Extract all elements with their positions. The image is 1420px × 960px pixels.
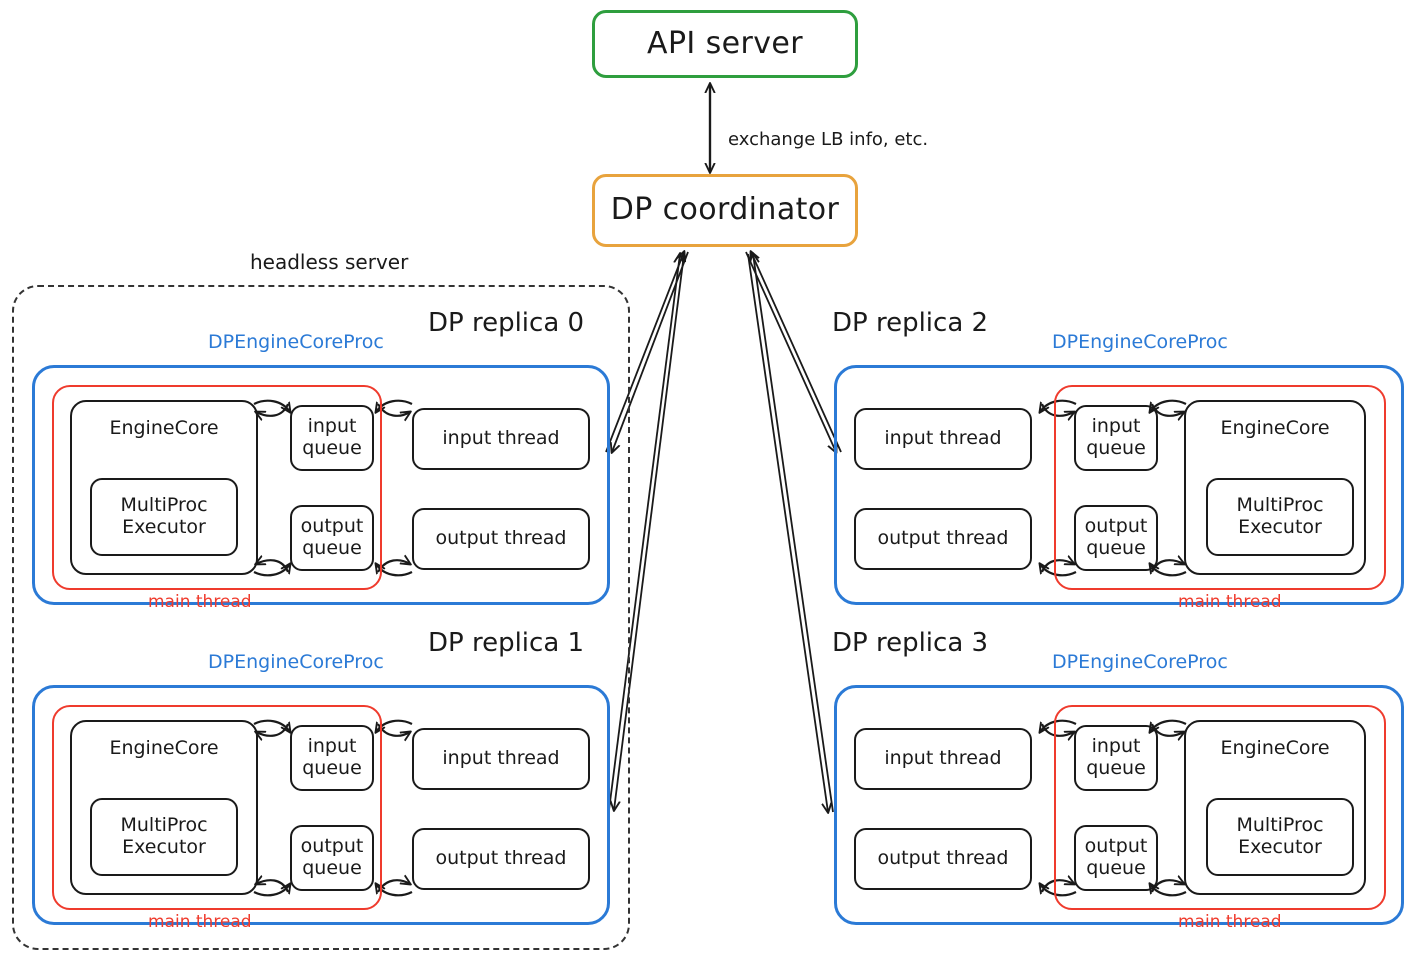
replica-2-output-thread-box[interactable]: output thread [854,508,1032,570]
replica-1-input-thread-label: input thread [442,747,560,770]
replica-0-proc-label: DPEngineCoreProc [208,331,384,353]
replica-2-input-thread-label: input thread [884,427,1002,450]
replica-0-output-queue-line1: output [300,515,364,538]
arrow-coordinator-replica-2 [745,252,842,452]
replica-2-output-thread-label: output thread [877,527,1009,550]
replica-0-input-thread-box[interactable]: input thread [412,408,590,470]
replica-1-multiproc-line1: MultiProc [120,814,208,837]
replica-3-output-queue-line1: output [1084,835,1148,858]
replica-0-engine-core-box[interactable]: EngineCore [70,400,258,575]
replica-0-output-thread-box[interactable]: output thread [412,508,590,570]
replica-2-multiproc-line2: Executor [1238,516,1322,538]
replica-0-output-queue-line2: queue [302,537,362,559]
replica-0-input-queue-line1: input [307,415,357,438]
replica-0-input-thread-label: input thread [442,427,560,450]
replica-2-engine-core-box[interactable]: EngineCore [1184,400,1366,575]
replica-3-multiproc-executor-box[interactable]: MultiProc Executor [1206,798,1354,876]
replica-2-main-thread-label: main thread [1178,592,1282,612]
arrow-coordinator-replica-3 [747,254,834,812]
replica-3-title: DP replica 3 [832,628,989,658]
replica-3-input-thread-box[interactable]: input thread [854,728,1032,790]
headless-server-label: headless server [250,250,409,274]
api-server-label: API server [647,25,803,61]
replica-3-multiproc-line1: MultiProc [1236,814,1324,837]
replica-1-output-queue-box[interactable]: output queue [290,825,374,891]
replica-3-output-thread-label: output thread [877,847,1009,870]
replica-0-multiproc-line1: MultiProc [120,494,208,517]
replica-1-output-queue-line1: output [300,835,364,858]
replica-3-proc-box[interactable] [834,685,1404,925]
replica-2-input-thread-box[interactable]: input thread [854,408,1032,470]
replica-3-engine-core-label: EngineCore [1220,737,1330,759]
replica-3-proc-label: DPEngineCoreProc [1052,651,1228,673]
api-server-box[interactable]: API server [592,10,858,78]
dp-coordinator-box[interactable]: DP coordinator [592,174,858,247]
replica-0-engine-core-label: EngineCore [109,417,219,439]
replica-3-input-queue-box[interactable]: input queue [1074,725,1158,791]
replica-1-multiproc-line2: Executor [122,836,206,858]
replica-2-title: DP replica 2 [832,308,989,338]
replica-0-output-queue-box[interactable]: output queue [290,505,374,571]
replica-3-output-queue-line2: queue [1086,857,1146,879]
replica-3-engine-core-box[interactable]: EngineCore [1184,720,1366,895]
replica-1-main-thread-label: main thread [148,912,252,932]
replica-0-input-queue-box[interactable]: input queue [290,405,374,471]
replica-1-output-thread-box[interactable]: output thread [412,828,590,890]
headless-server-container [12,285,630,950]
replica-1-engine-core-label: EngineCore [109,737,219,759]
replica-2-main-thread-box[interactable] [1054,385,1386,590]
replica-1-input-queue-line1: input [307,735,357,758]
replica-0-main-thread-box[interactable] [52,385,382,590]
replica-3-output-queue-box[interactable]: output queue [1074,825,1158,891]
replica-2-output-queue-line2: queue [1086,537,1146,559]
replica-2-proc-label: DPEngineCoreProc [1052,331,1228,353]
replica-3-main-thread-box[interactable] [1054,705,1386,910]
replica-1-output-thread-label: output thread [435,847,567,870]
replica-2-proc-box[interactable] [834,365,1404,605]
replica-1-engine-core-box[interactable]: EngineCore [70,720,258,895]
replica-1-output-queue-line2: queue [302,857,362,879]
replica-0-multiproc-line2: Executor [122,516,206,538]
replica-3-input-thread-label: input thread [884,747,1002,770]
replica-3-main-thread-label: main thread [1178,912,1282,932]
replica-1-input-queue-line2: queue [302,757,362,779]
replica-2-input-queue-line2: queue [1086,437,1146,459]
dp-coordinator-label: DP coordinator [610,192,840,228]
replica-2-input-queue-box[interactable]: input queue [1074,405,1158,471]
replica-2-output-queue-box[interactable]: output queue [1074,505,1158,571]
replica-0-proc-box[interactable] [32,365,610,605]
replica-0-output-thread-label: output thread [435,527,567,550]
replica-1-input-queue-box[interactable]: input queue [290,725,374,791]
replica-1-multiproc-executor-box[interactable]: MultiProc Executor [90,798,238,876]
replica-1-main-thread-box[interactable] [52,705,382,910]
replica-1-input-thread-box[interactable]: input thread [412,728,590,790]
replica-0-title: DP replica 0 [428,308,585,338]
replica-1-proc-label: DPEngineCoreProc [208,651,384,673]
replica-0-input-queue-line2: queue [302,437,362,459]
replica-1-title: DP replica 1 [428,628,585,658]
replica-3-output-thread-box[interactable]: output thread [854,828,1032,890]
replica-1-proc-box[interactable] [32,685,610,925]
replica-2-output-queue-line1: output [1084,515,1148,538]
replica-2-engine-core-label: EngineCore [1220,417,1330,439]
replica-3-multiproc-line2: Executor [1238,836,1322,858]
replica-3-input-queue-line2: queue [1086,757,1146,779]
replica-2-input-queue-line1: input [1091,415,1141,438]
exchange-info-edge-label: exchange LB info, etc. [728,129,929,150]
replica-2-multiproc-line1: MultiProc [1236,494,1324,517]
replica-0-multiproc-executor-box[interactable]: MultiProc Executor [90,478,238,556]
replica-0-main-thread-label: main thread [148,592,252,612]
replica-3-input-queue-line1: input [1091,735,1141,758]
replica-2-multiproc-executor-box[interactable]: MultiProc Executor [1206,478,1354,556]
